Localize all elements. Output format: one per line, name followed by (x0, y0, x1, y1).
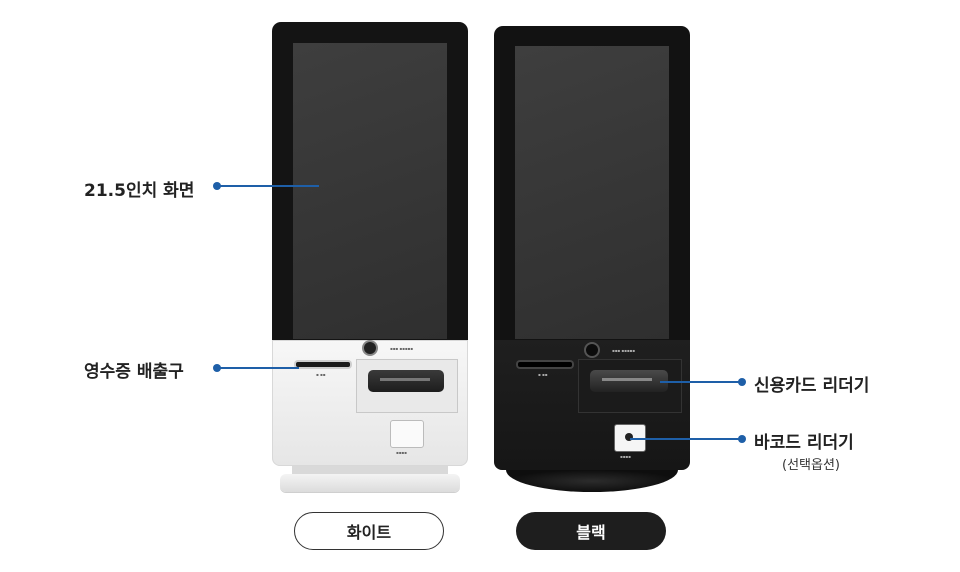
black-decal-text: ▪▪▪ ▪▪▪▪▪ (612, 348, 635, 353)
white-barcode-decal: ▪▪▪▪ (396, 450, 407, 455)
black-kiosk-base (506, 470, 678, 492)
callout-screen-line (219, 185, 319, 187)
callout-barcode-label: 바코드 리더기 (754, 433, 854, 453)
white-receipt-slot (296, 362, 350, 367)
black-barcode-decal: ▪▪▪▪ (620, 454, 631, 459)
key-lock-icon (364, 342, 376, 354)
key-lock-icon (586, 344, 598, 356)
kiosk-white: ▪▪▪ ▪▪▪▪▪ ▪ ▪▪ ▪▪▪▪ (272, 22, 468, 494)
black-card-slot (602, 378, 652, 381)
white-decal-text: ▪▪▪ ▪▪▪▪▪ (390, 346, 413, 351)
callout-screen-label: 21.5인치 화면 (84, 181, 195, 201)
black-kiosk-screen (515, 46, 669, 339)
callout-card-dot (738, 378, 746, 386)
callout-barcode-line (630, 438, 740, 440)
black-receipt-decal: ▪ ▪▪ (538, 372, 548, 377)
callout-receipt-label: 영수증 배출구 (84, 362, 184, 382)
callout-barcode-dot (738, 435, 746, 443)
kiosk-black: ▪▪▪ ▪▪▪▪▪ ▪ ▪▪ ▪▪▪▪ (494, 26, 690, 494)
callout-screen-dot (213, 182, 221, 190)
white-receipt-decal: ▪ ▪▪ (316, 372, 326, 377)
barcode-scanner-lens-icon (625, 433, 633, 441)
color-white-button[interactable]: 화이트 (294, 512, 444, 550)
callout-receipt-dot (213, 364, 221, 372)
callout-card-label: 신용카드 리더기 (754, 376, 870, 396)
callout-card-line (660, 381, 740, 383)
color-black-button[interactable]: 블랙 (516, 512, 666, 550)
white-kiosk-screen (293, 43, 447, 339)
callout-receipt-line (219, 367, 299, 369)
white-card-reader (368, 370, 444, 392)
callout-barcode-option: (선택옵션) (782, 458, 840, 473)
white-kiosk-base (280, 474, 460, 492)
black-receipt-slot (518, 362, 572, 367)
white-barcode-window (390, 420, 424, 448)
black-card-reader (590, 370, 668, 392)
white-card-slot (380, 378, 430, 381)
white-kiosk-neck (292, 466, 448, 476)
